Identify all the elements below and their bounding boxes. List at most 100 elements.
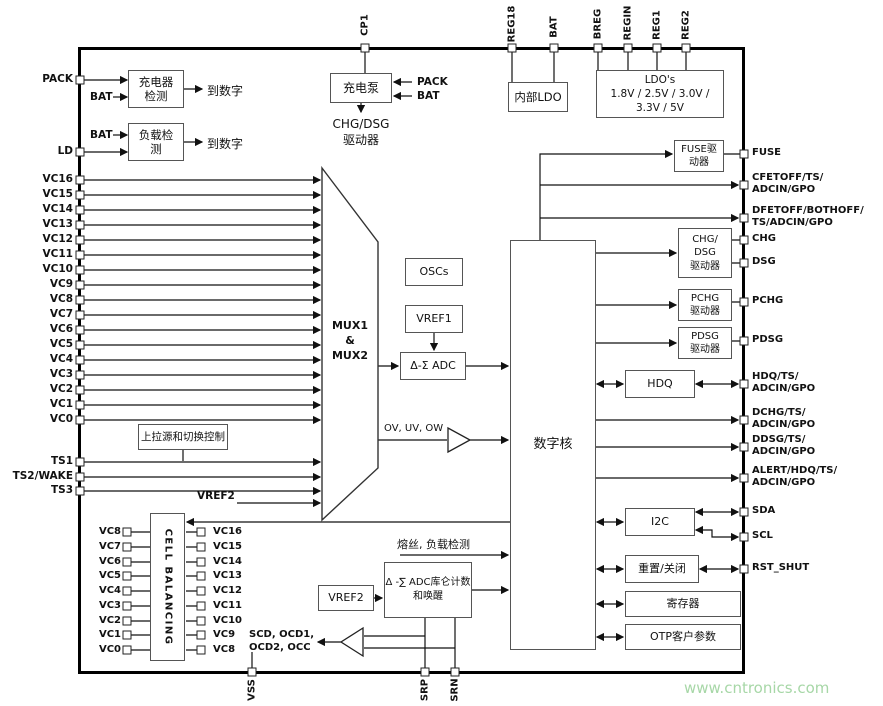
pin-label-vc9: VC9 [49,278,73,290]
cb-label-vc6-left: VC6 [98,556,121,567]
cb-label-vc3-left: VC3 [98,600,121,611]
to-digital-charger-label: 到数字 [207,84,244,98]
scd-ocd-label: SCD, OCD1, OCD2, OCC [249,629,315,653]
chg-dsg-driver-block: CHG/ DSG 驱动器 [678,228,732,278]
cb-tap-vc4-left [122,586,132,596]
pin-cfetoff [739,180,749,190]
pin-vc7 [75,310,85,320]
mux-label: MUX1 & MUX2 [331,319,368,362]
pin-srn [450,667,460,677]
pin-label-vc16: VC16 [42,173,73,185]
pin-label-vc1: VC1 [49,398,73,410]
pin-label-ddsg: DDSG/TS/ ADCIN/GPO [752,434,816,457]
pin-vc5 [75,340,85,350]
ov-uv-ow-label: OV, UV, OW [384,423,444,434]
vref2-mux-label: VREF2 [197,490,235,502]
cb-label-vc15-right: VC15 [213,541,242,552]
cb-label-vc8-right: VC8 [213,644,236,655]
pin-vc4 [75,355,85,365]
cb-label-vc9-right: VC9 [213,629,236,640]
pin-label-vc10: VC10 [42,263,73,275]
pin-label-vc5: VC5 [49,338,73,350]
pump-pack-label: PACK [417,76,448,88]
ldos-block: LDO's 1.8V / 2.5V / 3.0V / 3.3V / 5V [596,70,724,118]
reset-shutdown-block: 重置/关闭 [625,555,699,583]
pin-label-pchg: PCHG [752,295,784,306]
pdsg-driver-block: PDSG 驱动器 [678,327,732,359]
registers-block: 寄存器 [625,591,741,617]
cb-label-vc5-left: VC5 [98,570,121,581]
cb-tap-vc13-right [196,571,206,581]
fuse-driver-block: FUSE驱 动器 [674,140,724,172]
pin-dsg [739,258,749,268]
bat-charger-label: BAT [90,91,113,103]
pin-vc15 [75,190,85,200]
cb-tap-vc10-right [196,616,206,626]
pin-dfetoff [739,213,749,223]
cell-balancing-label: CELL BALANCING [162,528,174,646]
pin-label-dfetoff: DFETOFF/BOTHOFF/ TS/ADCIN/GPO [752,205,864,228]
otp-block: OTP客户参数 [625,624,741,650]
cb-tap-vc11-right [196,601,206,611]
pump-bat-label: BAT [417,90,440,102]
pin-breg [593,43,603,53]
pin-label-vc7: VC7 [49,308,73,320]
pin-label-dchg: DCHG/TS/ ADCIN/GPO [752,407,816,430]
pin-vc12 [75,235,85,245]
cb-tap-vc7-left [122,542,132,552]
pullup-ctrl-block: 上拉源和切换控制 [138,424,228,450]
pin-vc8 [75,295,85,305]
pin-vss [247,667,257,677]
pin-dchg [739,415,749,425]
cb-tap-vc12-right [196,586,206,596]
cb-label-vc7-left: VC7 [98,541,121,552]
to-digital-load-label: 到数字 [207,137,244,151]
adc-block: Δ-Σ ADC [400,352,466,380]
pin-label-ts3: TS3 [50,484,73,496]
cb-label-vc10-right: VC10 [213,615,242,626]
pin-label-regin: REGIN [622,5,634,41]
cb-tap-vc14-right [196,557,206,567]
ov-comparator-triangle [447,426,472,454]
pin-label-alert: ALERT/HDQ/TS/ ADCIN/GPO [752,465,838,488]
pchg-driver-block: PCHG 驱动器 [678,289,732,321]
pin-regin [623,43,633,53]
pin-label-scl: SCL [752,530,773,541]
cb-tap-vc16-right [196,527,206,537]
pin-label-hdq: HDQ/TS/ ADCIN/GPO [752,371,816,394]
cb-label-vc0-left: VC0 [98,644,121,655]
pin-label-vc0: VC0 [49,413,73,425]
pin-label-reg1: REG1 [651,10,663,40]
pin-label-vc8: VC8 [49,293,73,305]
pin-reg18 [507,43,517,53]
chg-dsg-pump-driver-label: CHG/DSG 驱动器 [332,117,390,147]
pin-vc9 [75,280,85,290]
pin-label-vc3: VC3 [49,368,73,380]
pin-chg [739,235,749,245]
cb-label-vc4-left: VC4 [98,585,121,596]
pin-label-pdsg: PDSG [752,334,784,345]
pin-label-vc12: VC12 [42,233,73,245]
charge-pump-block: 充电泵 [330,73,392,103]
pin-ts1 [75,457,85,467]
pin-vc16 [75,175,85,185]
cb-label-vc13-right: VC13 [213,570,242,581]
scd-comparator-triangle [339,626,364,658]
pin-label-dsg: DSG [752,256,776,267]
load-detect-block: 负载检 测 [128,123,184,161]
cb-tap-vc5-left [122,571,132,581]
pin-label-vc2: VC2 [49,383,73,395]
pin-label-vc15: VC15 [42,188,73,200]
pin-ld [75,147,85,157]
cb-label-vc12-right: VC12 [213,585,242,596]
pin-label-fuse: FUSE [752,147,781,158]
pin-label-srp: SRP [419,678,431,702]
pin-vc6 [75,325,85,335]
pin-ddsg [739,442,749,452]
pin-label-vc11: VC11 [42,248,73,260]
pin-label-reg2: REG2 [680,10,692,40]
watermark: www.cntronics.com [684,679,830,697]
cb-tap-vc9-right [196,630,206,640]
